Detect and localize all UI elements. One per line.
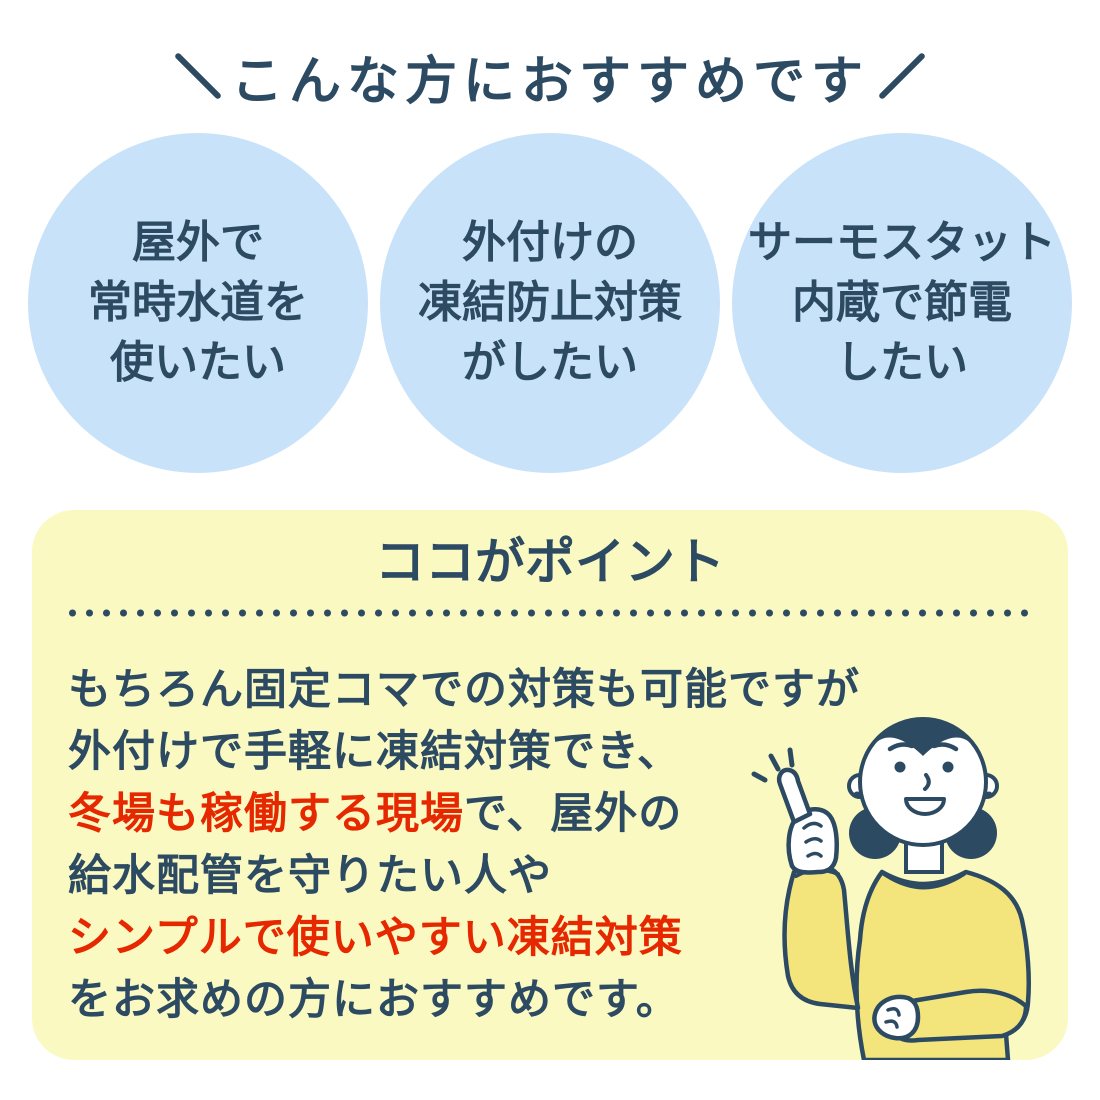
dotted-divider bbox=[64, 609, 1036, 617]
text-segment: をお求めの方におすすめです。 bbox=[68, 975, 680, 1025]
circle-text-line: 外付けの bbox=[462, 217, 638, 268]
circle-text-line: したい bbox=[836, 337, 968, 388]
woman-pointing-illustration bbox=[751, 717, 1031, 1060]
recommendation-circle-outdoor: 屋外で 常時水道を 使いたい bbox=[28, 133, 368, 473]
backslash-decoration-icon bbox=[173, 51, 223, 101]
hair bbox=[859, 720, 987, 787]
point-text-line: をお求めの方におすすめです。 bbox=[68, 969, 1068, 1031]
point-box: ココがポイント もちろん固定コマでの対策も可能ですが 外付けで手軽に凍結対策でき… bbox=[32, 510, 1068, 1060]
text-segment-highlight: シンプルで使いやすい凍結対策 bbox=[68, 913, 683, 963]
nose bbox=[923, 773, 931, 791]
point-text-line: もちろん固定コマでの対策も可能ですが bbox=[68, 659, 1068, 721]
slash-decoration-icon bbox=[877, 51, 927, 101]
recommendation-circle-external: 外付けの 凍結防止対策 がしたい bbox=[380, 133, 720, 473]
circle-text-line: がしたい bbox=[462, 337, 638, 388]
recommendation-circle-thermostat: サーモスタット 内蔵で節電 したい bbox=[732, 133, 1072, 473]
point-text-line: 冬場も稼働する現場で、屋外の bbox=[68, 783, 1068, 845]
page-title: こんな方におすすめです bbox=[230, 51, 869, 112]
point-text-line: 給水配管を守りたい人や bbox=[68, 845, 1068, 907]
point-text-line: シンプルで使いやすい凍結対策 bbox=[68, 907, 1068, 969]
pointing-finger bbox=[776, 767, 813, 825]
text-segment: 給水配管を守りたい人や bbox=[68, 851, 552, 901]
recommendation-circles: 屋外で 常時水道を 使いたい 外付けの 凍結防止対策 がしたい サーモスタット … bbox=[0, 133, 1100, 473]
circle-text-line: 凍結防止対策 bbox=[418, 277, 682, 328]
earring-left bbox=[853, 791, 861, 799]
collar-line bbox=[882, 872, 966, 890]
point-box-title: ココがポイント bbox=[375, 533, 725, 591]
text-segment: で、屋外の bbox=[464, 789, 683, 839]
mouth bbox=[904, 797, 946, 816]
eye-right bbox=[942, 761, 954, 773]
text-segment-highlight: 冬場も稼働する現場 bbox=[68, 789, 464, 839]
circle-text-line: サーモスタット bbox=[748, 217, 1056, 268]
circle-text-line: 屋外で bbox=[132, 217, 264, 268]
sparkle-icon bbox=[751, 747, 795, 783]
text-segment: 外付けで手軽に凍結対策でき、 bbox=[68, 727, 681, 777]
circle-text-line: 内蔵で節電 bbox=[792, 277, 1012, 328]
earring-right bbox=[985, 791, 993, 799]
resting-hand bbox=[872, 994, 921, 1041]
point-box-body: もちろん固定コマでの対策も可能ですが 外付けで手軽に凍結対策でき、 冬場も稼働す… bbox=[68, 659, 1068, 1031]
eyebrows bbox=[887, 742, 959, 752]
point-text-line: 外付けで手軽に凍結対策でき、 bbox=[68, 721, 1068, 783]
circle-text-line: 常時水道を bbox=[88, 277, 308, 328]
eye-left bbox=[894, 761, 906, 773]
knuckle-lines bbox=[802, 821, 823, 858]
header: こんな方におすすめです bbox=[0, 0, 1100, 112]
text-segment: もちろん固定コマでの対策も可能ですが bbox=[68, 665, 860, 715]
circle-text-line: 使いたい bbox=[110, 337, 286, 388]
resting-hand-finger-lines bbox=[884, 1007, 901, 1029]
